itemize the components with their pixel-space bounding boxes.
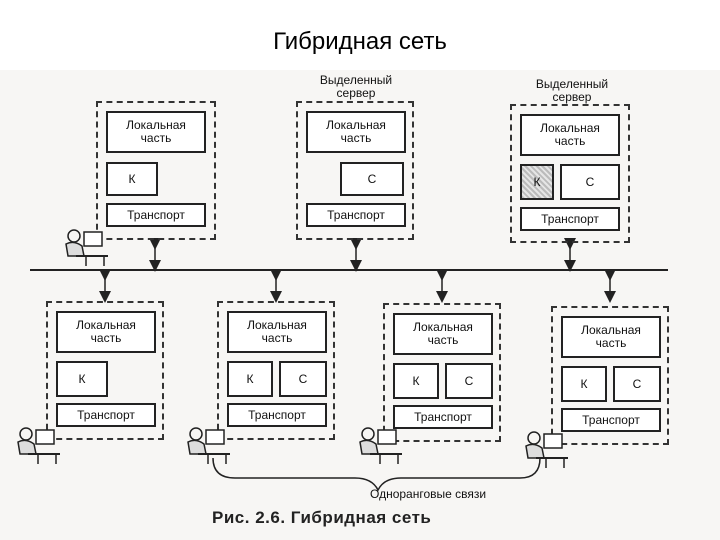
local-part: Локальная часть bbox=[561, 316, 661, 358]
page-title: Гибридная сеть bbox=[273, 28, 447, 55]
workstation-user-icon bbox=[359, 427, 402, 464]
node-bottom-peer-2 bbox=[383, 303, 501, 442]
node-caption-dedicated-server: Выделенный сервер bbox=[319, 73, 393, 100]
peer-links-brace bbox=[212, 457, 541, 492]
server-module: С bbox=[560, 164, 620, 200]
client-module: К bbox=[56, 361, 108, 397]
workstation-user-icon bbox=[17, 427, 60, 464]
workstation-user-icon bbox=[525, 431, 568, 468]
transport-layer: Транспорт bbox=[106, 203, 206, 227]
node-top-server-2 bbox=[510, 104, 630, 243]
client-module: К bbox=[393, 363, 439, 399]
node-bottom-peer-1 bbox=[217, 301, 335, 440]
local-part: Локальная часть bbox=[227, 311, 327, 353]
workstation-user-icon bbox=[65, 229, 108, 266]
node-bottom-client bbox=[46, 301, 164, 440]
peer-links-label: Одноранговые связи bbox=[370, 487, 487, 501]
client-module: К bbox=[106, 162, 158, 196]
client-module: К bbox=[227, 361, 273, 397]
local-part: Локальная часть bbox=[306, 111, 406, 153]
transport-layer: Транспорт bbox=[520, 207, 620, 231]
local-part: Локальная часть bbox=[106, 111, 206, 153]
transport-layer: Транспорт bbox=[306, 203, 406, 227]
client-module: К bbox=[520, 164, 554, 200]
local-part: Локальная часть bbox=[393, 313, 493, 355]
figure-caption: Рис. 2.6. Гибридная сеть bbox=[212, 508, 432, 527]
server-module: С bbox=[445, 363, 493, 399]
workstation-user-icon bbox=[187, 427, 230, 464]
node-top-server-1 bbox=[296, 101, 414, 240]
local-part: Локальная часть bbox=[520, 114, 620, 156]
node-bottom-peer-3 bbox=[551, 306, 669, 445]
server-module: С bbox=[279, 361, 327, 397]
server-module: С bbox=[613, 366, 661, 402]
local-part: Локальная часть bbox=[56, 311, 156, 353]
transport-layer: Транспорт bbox=[561, 408, 661, 432]
node-caption-dedicated-server: Выделенный сервер bbox=[535, 77, 609, 104]
node-top-client bbox=[96, 101, 216, 240]
transport-layer: Транспорт bbox=[56, 403, 156, 427]
client-module: К bbox=[561, 366, 607, 402]
title-area bbox=[0, 0, 720, 70]
transport-layer: Транспорт bbox=[227, 403, 327, 427]
server-module: С bbox=[340, 162, 404, 196]
transport-layer: Транспорт bbox=[393, 405, 493, 429]
